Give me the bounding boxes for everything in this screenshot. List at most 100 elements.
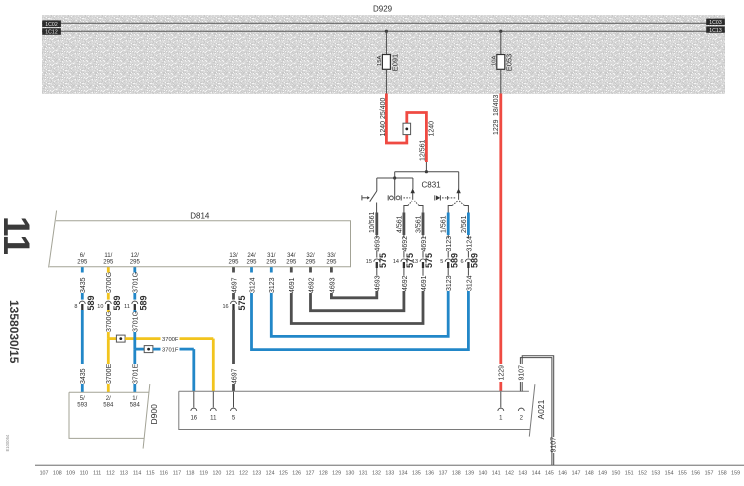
svg-text:1: 1 bbox=[499, 416, 503, 422]
svg-text:15: 15 bbox=[366, 259, 372, 265]
svg-text:2: 2 bbox=[520, 416, 524, 422]
svg-text:1C12: 1C12 bbox=[45, 30, 58, 36]
svg-text:136: 136 bbox=[425, 471, 434, 477]
svg-text:295: 295 bbox=[266, 259, 277, 265]
svg-text:589: 589 bbox=[112, 295, 122, 310]
svg-text:32/: 32/ bbox=[306, 253, 315, 259]
svg-text:295: 295 bbox=[246, 259, 257, 265]
svg-text:C831: C831 bbox=[422, 181, 442, 190]
svg-text:1C13: 1C13 bbox=[709, 28, 722, 34]
svg-text:137: 137 bbox=[439, 471, 448, 477]
svg-text:130: 130 bbox=[345, 471, 354, 477]
svg-text:4692: 4692 bbox=[402, 275, 409, 291]
svg-text:D814: D814 bbox=[190, 211, 210, 220]
svg-text:12/: 12/ bbox=[131, 253, 140, 259]
svg-text:109: 109 bbox=[66, 471, 75, 477]
svg-text:149: 149 bbox=[598, 471, 607, 477]
svg-text:6/: 6/ bbox=[80, 253, 85, 259]
svg-text:295: 295 bbox=[103, 259, 114, 265]
svg-text:14: 14 bbox=[393, 259, 399, 265]
svg-text:589: 589 bbox=[470, 253, 480, 268]
svg-text:146: 146 bbox=[558, 471, 567, 477]
svg-text:4693: 4693 bbox=[375, 236, 382, 252]
svg-text:3701E: 3701E bbox=[133, 363, 140, 384]
svg-text:3124: 3124 bbox=[249, 277, 256, 293]
svg-text:3701G: 3701G bbox=[133, 272, 140, 293]
svg-text:295: 295 bbox=[77, 259, 88, 265]
svg-text:15A: 15A bbox=[377, 56, 383, 66]
svg-text:4691: 4691 bbox=[421, 275, 428, 291]
svg-text:3123: 3123 bbox=[446, 275, 453, 291]
svg-text:31/: 31/ bbox=[267, 253, 276, 259]
svg-text:129: 129 bbox=[332, 471, 341, 477]
svg-text:133: 133 bbox=[385, 471, 394, 477]
svg-text:3124: 3124 bbox=[466, 236, 473, 252]
svg-text:4697: 4697 bbox=[231, 277, 238, 293]
svg-text:3701G: 3701G bbox=[133, 311, 140, 332]
svg-text:3701F: 3701F bbox=[162, 348, 179, 354]
svg-text:125: 125 bbox=[279, 471, 288, 477]
svg-text:1229: 1229 bbox=[493, 119, 500, 135]
svg-text:295: 295 bbox=[326, 259, 337, 265]
svg-text:2/: 2/ bbox=[106, 396, 111, 402]
svg-text:4691: 4691 bbox=[289, 277, 296, 293]
svg-text:295: 295 bbox=[305, 259, 316, 265]
svg-text:4697: 4697 bbox=[231, 368, 238, 384]
svg-text:E053: E053 bbox=[505, 54, 514, 72]
svg-text:10/561: 10/561 bbox=[369, 211, 376, 233]
svg-text:3123: 3123 bbox=[269, 277, 276, 293]
svg-text:295: 295 bbox=[228, 259, 239, 265]
svg-text:119: 119 bbox=[199, 471, 207, 477]
svg-text:158: 158 bbox=[718, 471, 727, 477]
svg-text:143: 143 bbox=[518, 471, 527, 477]
svg-text:295: 295 bbox=[130, 259, 141, 265]
svg-text:1C03: 1C03 bbox=[709, 20, 722, 26]
svg-text:584: 584 bbox=[103, 402, 114, 408]
svg-text:144: 144 bbox=[532, 471, 541, 477]
svg-text:128: 128 bbox=[319, 471, 328, 477]
svg-text:10A: 10A bbox=[491, 56, 497, 66]
svg-text:1240: 1240 bbox=[380, 121, 387, 137]
svg-text:116: 116 bbox=[159, 471, 167, 477]
svg-text:5: 5 bbox=[440, 259, 443, 265]
svg-text:148: 148 bbox=[585, 471, 594, 477]
svg-text:151: 151 bbox=[625, 471, 634, 477]
svg-text:126: 126 bbox=[292, 471, 301, 477]
svg-text:1358030/15: 1358030/15 bbox=[7, 300, 21, 364]
svg-text:16: 16 bbox=[190, 416, 197, 422]
svg-text:16: 16 bbox=[222, 304, 228, 310]
svg-text:142: 142 bbox=[505, 471, 514, 477]
svg-text:3/561: 3/561 bbox=[415, 215, 422, 233]
svg-text:122: 122 bbox=[239, 471, 248, 477]
svg-text:150: 150 bbox=[611, 471, 620, 477]
svg-text:8: 8 bbox=[74, 304, 77, 310]
svg-text:3123: 3123 bbox=[446, 236, 453, 252]
svg-text:575: 575 bbox=[378, 253, 388, 268]
svg-text:6: 6 bbox=[460, 259, 463, 265]
svg-text:11: 11 bbox=[0, 216, 37, 255]
svg-text:10: 10 bbox=[97, 304, 103, 310]
svg-text:5: 5 bbox=[232, 416, 236, 422]
svg-text:141: 141 bbox=[492, 471, 501, 477]
svg-text:5/: 5/ bbox=[80, 396, 85, 402]
svg-text:112: 112 bbox=[106, 471, 114, 477]
svg-text:E091: E091 bbox=[390, 54, 399, 72]
svg-text:34/: 34/ bbox=[287, 253, 296, 259]
svg-text:111: 111 bbox=[93, 471, 101, 477]
svg-text:A021: A021 bbox=[536, 399, 546, 419]
svg-text:3124: 3124 bbox=[466, 275, 473, 291]
svg-text:33/: 33/ bbox=[327, 253, 336, 259]
svg-text:589: 589 bbox=[86, 295, 96, 310]
svg-text:131: 131 bbox=[359, 471, 368, 477]
svg-text:135: 135 bbox=[412, 471, 421, 477]
svg-text:11: 11 bbox=[124, 304, 130, 310]
svg-text:153: 153 bbox=[651, 471, 660, 477]
svg-text:1229: 1229 bbox=[499, 365, 506, 381]
svg-text:3435: 3435 bbox=[80, 368, 87, 384]
svg-text:9107: 9107 bbox=[518, 365, 525, 381]
svg-text:1C02: 1C02 bbox=[45, 22, 58, 28]
svg-text:114: 114 bbox=[133, 471, 141, 477]
svg-text:3700F: 3700F bbox=[162, 337, 179, 343]
svg-text:140: 140 bbox=[478, 471, 487, 477]
svg-text:3435: 3435 bbox=[80, 277, 87, 293]
